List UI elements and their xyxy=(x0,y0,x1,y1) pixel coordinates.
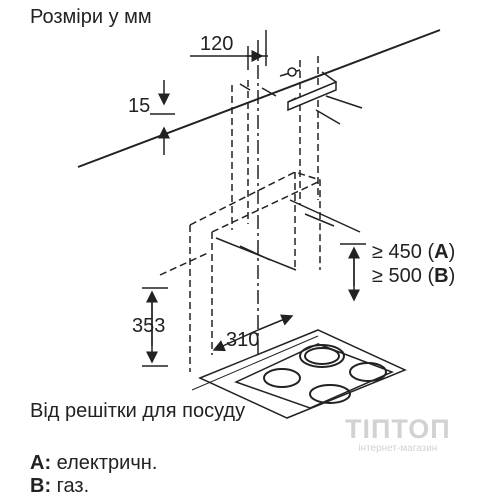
watermark-subtitle: інтернет-магазин xyxy=(358,443,438,454)
dim-310-label: 310 xyxy=(226,329,259,351)
note-a-label: A: xyxy=(30,452,52,474)
clearance-a-text: ≥ 450 (A) xyxy=(372,241,455,263)
dim-15 xyxy=(150,80,175,155)
note-a-text: електричн. xyxy=(51,452,158,474)
top-bracket xyxy=(287,71,337,112)
dim-310 xyxy=(212,314,294,352)
dim-15-label: 15 xyxy=(128,95,150,117)
dim-353 xyxy=(142,287,168,367)
caption: Від решітки для посуду xyxy=(30,400,246,422)
counter-edge xyxy=(191,335,319,391)
clearance-b-text: ≥ 500 (B) xyxy=(372,265,455,287)
diagram-title: Розміри у мм xyxy=(30,6,152,28)
lower-chimney xyxy=(159,171,321,372)
note-b: B: газ. xyxy=(30,475,89,498)
top-screws xyxy=(239,67,363,125)
ceiling-line xyxy=(77,29,441,168)
dim-120 xyxy=(190,30,268,70)
note-b-text: газ. xyxy=(51,475,90,497)
note-a: A: електричн. xyxy=(30,452,157,475)
cooktop xyxy=(198,329,407,419)
watermark-logo-text: ТІПТОП xyxy=(345,414,451,444)
note-b-label: B: xyxy=(30,475,52,497)
dim-120-label: 120 xyxy=(200,33,233,55)
upper-chimney xyxy=(231,56,319,230)
dim-353-label: 353 xyxy=(132,315,165,337)
watermark-logo: ТІПТОП інтернет-магазин xyxy=(345,415,451,455)
dim-clearance xyxy=(340,243,366,302)
lower-screws xyxy=(215,199,361,271)
cooktop-burners xyxy=(263,344,387,404)
